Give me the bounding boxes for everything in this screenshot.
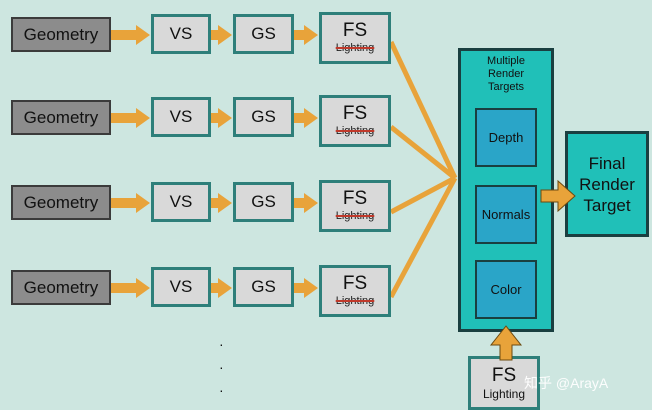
mrt-title: Multiple Render Targets (487, 55, 525, 93)
vertex-shader-box: VS (151, 14, 211, 54)
geometry-to-vs-arrow (111, 278, 150, 298)
lighting-pass-box: FS Lighting (468, 356, 540, 410)
fragment-shader-title: FS (342, 273, 368, 294)
fan-line-1 (388, 40, 458, 180)
lighting-pass-subtitle: Lighting (482, 387, 526, 401)
fragment-shader-title: FS (342, 20, 368, 41)
geometry-shader-box: GS (233, 97, 294, 137)
struck-lighting-label: Lighting (335, 295, 375, 307)
continuation-dot-1: · (219, 336, 224, 352)
lighting-pass-title: FS (491, 365, 517, 386)
geometry-to-vs-arrow (111, 108, 150, 128)
gs-to-fs-arrow (294, 25, 318, 45)
gs-to-fs-arrow (294, 193, 318, 213)
fan-line-3 (389, 175, 457, 215)
fragment-shader-title: FS (342, 103, 368, 124)
target-depth: Depth (475, 108, 537, 167)
geometry-to-vs-arrow (111, 193, 150, 213)
geometry-to-vs-arrow (111, 25, 150, 45)
mrt-to-final-arrow (540, 179, 576, 213)
target-normals: Normals (475, 185, 537, 244)
vs-to-gs-arrow (211, 193, 232, 213)
vs-to-gs-arrow (211, 278, 232, 298)
geometry-box: Geometry (11, 270, 111, 305)
mrt-container: Multiple Render Targets Depth Normals Co… (458, 48, 554, 332)
struck-lighting-label: Lighting (335, 42, 375, 54)
gs-to-fs-arrow (294, 278, 318, 298)
continuation-dot-2: · (219, 359, 224, 375)
vertex-shader-box: VS (151, 182, 211, 222)
continuation-dot-3: · (219, 382, 224, 398)
struck-lighting-label: Lighting (335, 125, 375, 137)
geometry-shader-box: GS (233, 182, 294, 222)
fragment-shader-title: FS (342, 188, 368, 209)
fan-line-2 (389, 125, 457, 180)
vertex-shader-box: VS (151, 97, 211, 137)
struck-lighting-label: Lighting (335, 210, 375, 222)
vertex-shader-box: VS (151, 267, 211, 307)
fan-line-4 (388, 176, 458, 299)
watermark: 知乎 @ArayA (524, 375, 609, 391)
target-color: Color (475, 260, 537, 319)
vs-to-gs-arrow (211, 108, 232, 128)
geometry-box: Geometry (11, 17, 111, 52)
gs-to-fs-arrow (294, 108, 318, 128)
geometry-shader-box: GS (233, 267, 294, 307)
vs-to-gs-arrow (211, 25, 232, 45)
geometry-box: Geometry (11, 100, 111, 135)
geometry-shader-box: GS (233, 14, 294, 54)
lighting-to-mrt-arrow (489, 325, 523, 361)
geometry-box: Geometry (11, 185, 111, 220)
